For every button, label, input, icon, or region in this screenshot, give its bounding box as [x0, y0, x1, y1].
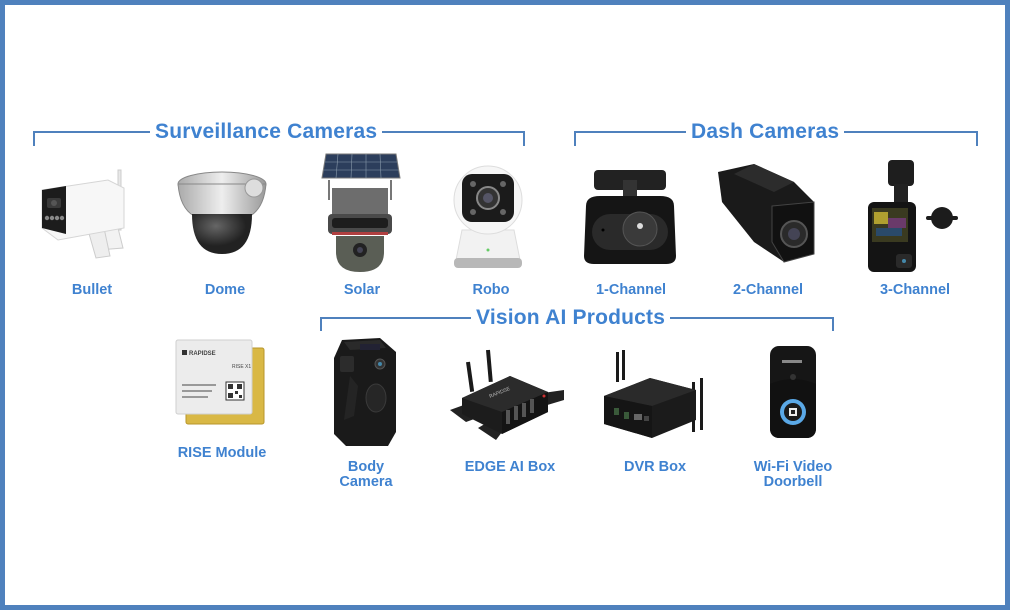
- dvr-box-icon: [600, 348, 710, 444]
- dome-camera-icon: [172, 168, 272, 258]
- dash-title: Dash Cameras: [686, 120, 845, 144]
- doorbell-label-line2: Doorbell: [763, 474, 823, 490]
- rise-module-icon: RAPIDSE RISE X1: [174, 338, 266, 426]
- body-camera-icon: [330, 336, 402, 448]
- dash-bracket-left: [574, 131, 576, 146]
- body-camera-label-line2: Camera: [339, 474, 393, 490]
- svg-text:RISE X1: RISE X1: [232, 364, 251, 370]
- doorbell-icon: [768, 344, 818, 440]
- dome-label: Dome: [204, 282, 246, 298]
- robo-label: Robo: [472, 282, 510, 298]
- vision-title: Vision AI Products: [471, 306, 671, 330]
- body-camera-label: Body Camera: [336, 460, 396, 490]
- dash-1-channel-icon: [580, 166, 680, 270]
- bullet-camera-icon: [38, 168, 133, 263]
- dvr-box-label: DVR Box: [623, 459, 687, 475]
- edge-ai-box-icon: RAPIDSE: [448, 348, 568, 446]
- dash-3-channel-icon: [864, 158, 970, 276]
- solar-camera-icon: [318, 152, 408, 277]
- dash-1-channel-label: 1-Channel: [595, 282, 667, 298]
- edge-ai-box-label: EDGE AI Box: [464, 459, 556, 475]
- dash-2-channel-label: 2-Channel: [732, 282, 804, 298]
- surveillance-bracket-left: [33, 131, 35, 146]
- body-camera-label-line1: Body: [347, 459, 385, 475]
- solar-label: Solar: [343, 282, 381, 298]
- surveillance-title: Surveillance Cameras: [150, 120, 383, 144]
- vision-bracket-left: [320, 317, 322, 331]
- rise-module-label: RISE Module: [177, 445, 267, 461]
- dash-3-channel-label: 3-Channel: [879, 282, 951, 298]
- vision-bracket-right: [832, 317, 834, 331]
- surveillance-bracket-right: [523, 131, 525, 146]
- dash-bracket-right: [976, 131, 978, 146]
- svg-text:RAPIDSE: RAPIDSE: [189, 351, 216, 357]
- bullet-label: Bullet: [71, 282, 113, 298]
- robo-camera-icon: [448, 160, 528, 275]
- doorbell-label-line1: Wi-Fi Video: [753, 459, 833, 475]
- dash-2-channel-icon: [714, 162, 822, 272]
- doorbell-label: Wi-Fi Video Doorbell: [746, 460, 840, 490]
